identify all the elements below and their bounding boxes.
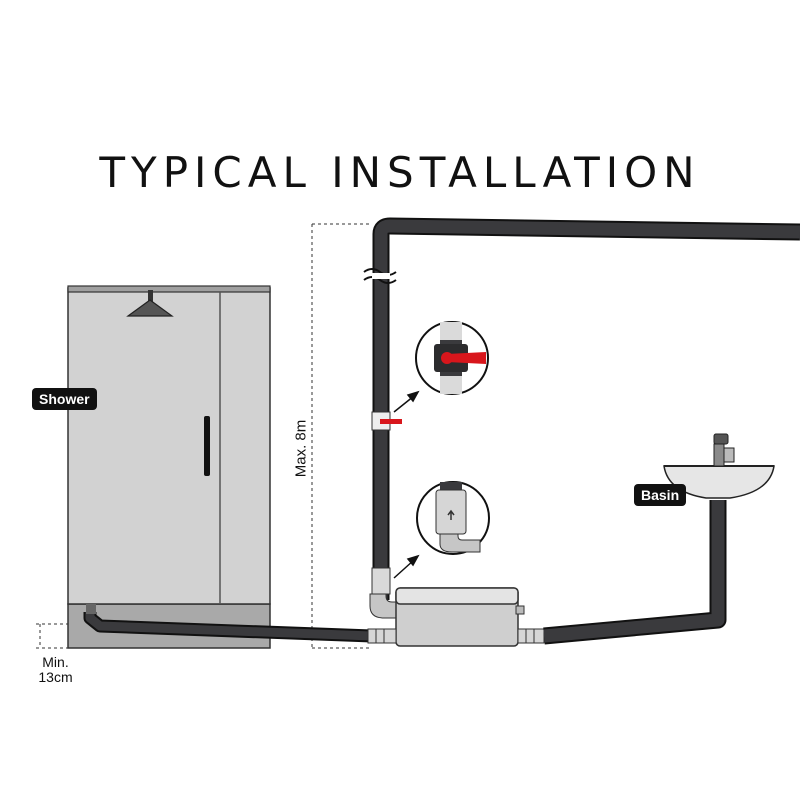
max-height-label: Max. 8m — [292, 419, 310, 478]
shower-door-handle — [204, 416, 210, 476]
shower-enclosure — [67, 287, 271, 605]
shower-top-rail — [67, 285, 271, 293]
page-title: TYPICAL INSTALLATION — [99, 148, 701, 197]
shower-head-icon — [126, 290, 174, 317]
check-valve-callout — [416, 481, 490, 555]
ball-valve-icon — [371, 411, 402, 431]
shower-cabinet — [67, 285, 271, 649]
shower-drain-pipe — [83, 604, 373, 643]
shower-label: Shower — [32, 388, 97, 410]
faucet-icon — [713, 433, 735, 467]
min-height-label-line2: 13cm — [38, 669, 73, 685]
measure-lines — [36, 223, 372, 649]
min-height-label: Min. 13cm — [28, 655, 83, 685]
basin-label: Basin — [634, 484, 687, 506]
min-height-label-line1: Min. — [42, 654, 69, 670]
callout-arrows — [393, 390, 420, 579]
pump-inlet-connector — [367, 628, 397, 644]
basin-drain-pipe — [543, 500, 727, 645]
pump-outlet-connector — [517, 628, 545, 644]
valve-callout — [415, 321, 489, 395]
discharge-pipe — [363, 217, 800, 600]
macerator-pump — [395, 587, 525, 647]
check-valve-icon — [369, 567, 399, 619]
basin — [663, 433, 775, 499]
